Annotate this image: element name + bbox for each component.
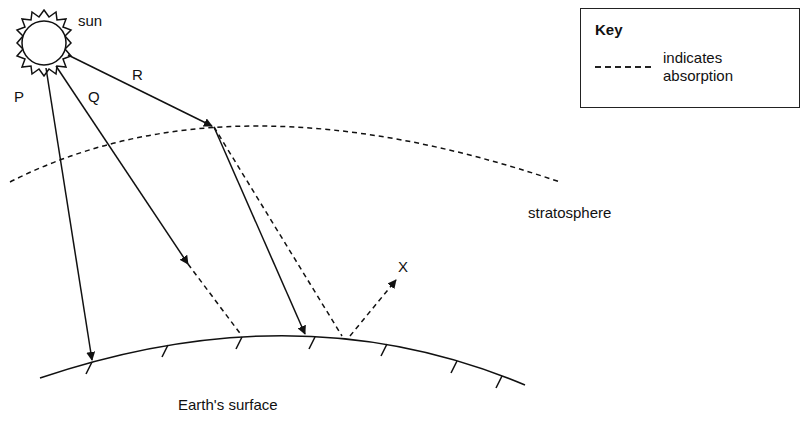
legend-row: indicates absorption [595,49,783,85]
sun-symbol [17,10,71,76]
ray-label: P [14,88,24,106]
ray-label: X [398,258,408,276]
earth-surface [40,336,525,388]
surface-label: Earth's surface [178,396,278,414]
sun-label: sun [78,12,102,30]
key-heading: Key [595,21,623,38]
stratosphere-boundary [10,126,560,182]
dashed-line-sample [595,66,651,68]
ray-label: R [132,66,143,84]
key-box: indicates absorption Key [580,8,800,108]
ray-lines [46,55,396,360]
legend-text: indicates absorption [663,49,783,85]
layer-label: stratosphere [528,204,611,222]
ray-label: Q [88,88,100,106]
